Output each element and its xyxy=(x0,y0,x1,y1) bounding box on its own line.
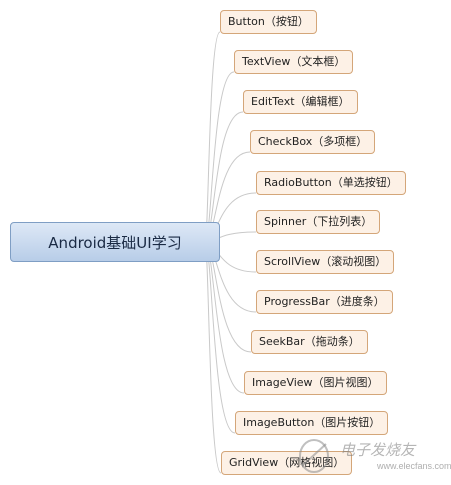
child-node-label: CheckBox（多项框） xyxy=(258,135,368,148)
child-node-label: TextView（文本框） xyxy=(242,55,346,68)
child-node-label: ImageButton（图片按钮） xyxy=(243,416,381,429)
child-node-button[interactable]: Button（按钮） xyxy=(220,10,317,34)
child-node-textview[interactable]: TextView（文本框） xyxy=(234,50,354,74)
root-node-label: Android基础UI学习 xyxy=(48,233,182,252)
child-node-edittext[interactable]: EditText（编辑框） xyxy=(243,90,358,114)
child-node-label: ProgressBar（进度条） xyxy=(264,295,385,308)
child-node-scrollview[interactable]: ScrollView（滚动视图） xyxy=(256,250,395,274)
child-node-label: EditText（编辑框） xyxy=(251,95,350,108)
child-node-progressbar[interactable]: ProgressBar（进度条） xyxy=(256,290,393,314)
child-node-label: ScrollView（滚动视图） xyxy=(264,255,387,268)
child-node-imageview[interactable]: ImageView（图片视图） xyxy=(244,371,387,395)
root-node[interactable]: Android基础UI学习 xyxy=(10,222,220,262)
child-node-label: ImageView（图片视图） xyxy=(252,376,379,389)
child-node-label: GridView（网格视图） xyxy=(229,456,345,469)
child-node-gridview[interactable]: GridView（网格视图） xyxy=(221,451,353,475)
connector-line xyxy=(204,241,222,474)
child-node-radiobutton[interactable]: RadioButton（单选按钮） xyxy=(256,171,406,195)
child-node-checkbox[interactable]: CheckBox（多项框） xyxy=(250,130,376,154)
watermark-url: www.elecfans.com xyxy=(377,461,451,471)
child-node-seekbar[interactable]: SeekBar（拖动条） xyxy=(251,330,368,354)
child-node-label: Button（按钮） xyxy=(228,15,309,28)
watermark-text: 电子发烧友 xyxy=(340,441,416,459)
child-node-imagebutton[interactable]: ImageButton（图片按钮） xyxy=(235,411,389,435)
child-node-label: RadioButton（单选按钮） xyxy=(264,176,398,189)
child-node-label: Spinner（下拉列表） xyxy=(264,215,373,228)
child-node-label: SeekBar（拖动条） xyxy=(259,335,360,348)
child-node-spinner[interactable]: Spinner（下拉列表） xyxy=(256,210,381,234)
